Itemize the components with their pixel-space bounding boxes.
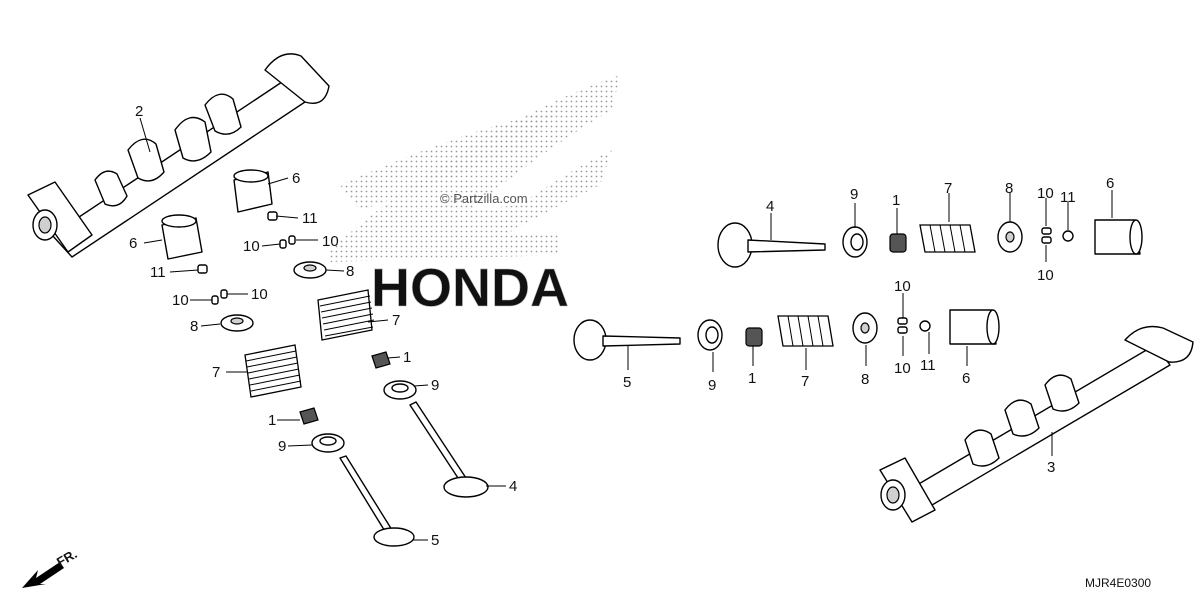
cotters-10a (279, 235, 296, 249)
callout-10: 10 (1037, 185, 1054, 202)
callout-4: 4 (766, 198, 774, 215)
callout-5: 5 (431, 532, 439, 549)
shim-11a (267, 211, 278, 221)
spring-seat-9-bottom (697, 319, 723, 351)
callout-11: 11 (920, 357, 936, 374)
callout-7: 7 (392, 312, 400, 329)
callout-10: 10 (894, 278, 911, 295)
front-arrow-icon: FR. (22, 546, 80, 588)
valve-lifter-6-bottom (949, 309, 1000, 345)
spring-retainer-8a (293, 261, 327, 279)
callout-5: 5 (623, 374, 631, 391)
valve-5-right (573, 319, 681, 361)
callout-1: 1 (892, 192, 900, 209)
valve-lifter-6-right (1094, 219, 1143, 255)
spring-retainer-8b (220, 314, 254, 332)
callout-labels: 2 6 11 10 10 8 7 1 9 4 6 11 10 10 8 7 1 … (129, 103, 1114, 549)
stem-seal-1-bottom (745, 327, 763, 347)
valve-lifter-6b (161, 214, 203, 260)
cotters-10-bottom (897, 317, 908, 334)
callout-10: 10 (322, 233, 339, 250)
callout-10: 10 (243, 238, 260, 255)
callout-11: 11 (1060, 189, 1076, 206)
valve-lifter-6a (233, 169, 273, 213)
valve-spring-7b (244, 344, 302, 398)
leader-lines (139, 117, 1113, 541)
spring-retainer-8-right (997, 221, 1023, 253)
callout-1: 1 (403, 349, 411, 366)
callout-11: 11 (150, 264, 166, 281)
callout-1: 1 (748, 370, 756, 387)
callout-10: 10 (894, 360, 911, 377)
shim-11-bottom (919, 320, 931, 332)
callout-11: 11 (302, 210, 318, 227)
stem-seal-1-right (889, 233, 907, 253)
spring-retainer-8-bottom (852, 312, 878, 344)
callout-10: 10 (172, 292, 189, 309)
callout-9: 9 (431, 377, 439, 394)
callout-3: 3 (1047, 459, 1055, 476)
callout-1: 1 (268, 412, 276, 429)
callout-9: 9 (850, 186, 858, 203)
valve-spring-7a (317, 289, 375, 341)
shim-11-right (1062, 230, 1074, 242)
callout-6: 6 (962, 370, 970, 387)
callout-4: 4 (509, 478, 517, 495)
callout-7: 7 (212, 364, 220, 381)
callout-6: 6 (292, 170, 300, 187)
callout-8: 8 (1005, 180, 1013, 197)
cotters-10b (211, 289, 228, 305)
callout-9: 9 (708, 377, 716, 394)
callout-8: 8 (346, 263, 354, 280)
camshaft-left (27, 53, 330, 258)
callout-8: 8 (190, 318, 198, 335)
callout-10: 10 (251, 286, 268, 303)
callout-2: 2 (135, 103, 143, 120)
honda-logo-text: HONDA (371, 258, 570, 319)
spring-seat-9a (383, 380, 417, 400)
callout-9: 9 (278, 438, 286, 455)
svg-text:HONDA: HONDA (371, 258, 569, 318)
callout-8: 8 (861, 371, 869, 388)
callout-7: 7 (801, 373, 809, 390)
callout-6: 6 (1106, 175, 1114, 192)
valve-4-right (717, 222, 826, 268)
diagram-code: MJR4E0300 (1085, 576, 1151, 590)
cotters-10-right (1041, 227, 1052, 244)
valve-spring-7-bottom (777, 315, 834, 347)
watermark-text: © Partzilla.com (440, 191, 528, 206)
camshaft-right (879, 325, 1194, 523)
stem-seal-1b (299, 407, 319, 425)
honda-wing-logo: HONDA (330, 75, 620, 318)
callout-6: 6 (129, 235, 137, 252)
spring-seat-9-right (842, 226, 868, 258)
shim-11b (197, 264, 208, 274)
valve-spring-7-right (919, 224, 976, 253)
callout-7: 7 (944, 180, 952, 197)
intake-valve-5-left (339, 455, 415, 547)
exhaust-valve-4-left (409, 401, 489, 498)
spring-seat-9b (311, 433, 345, 453)
callout-10: 10 (1037, 267, 1054, 284)
stem-seal-1a (371, 351, 391, 369)
